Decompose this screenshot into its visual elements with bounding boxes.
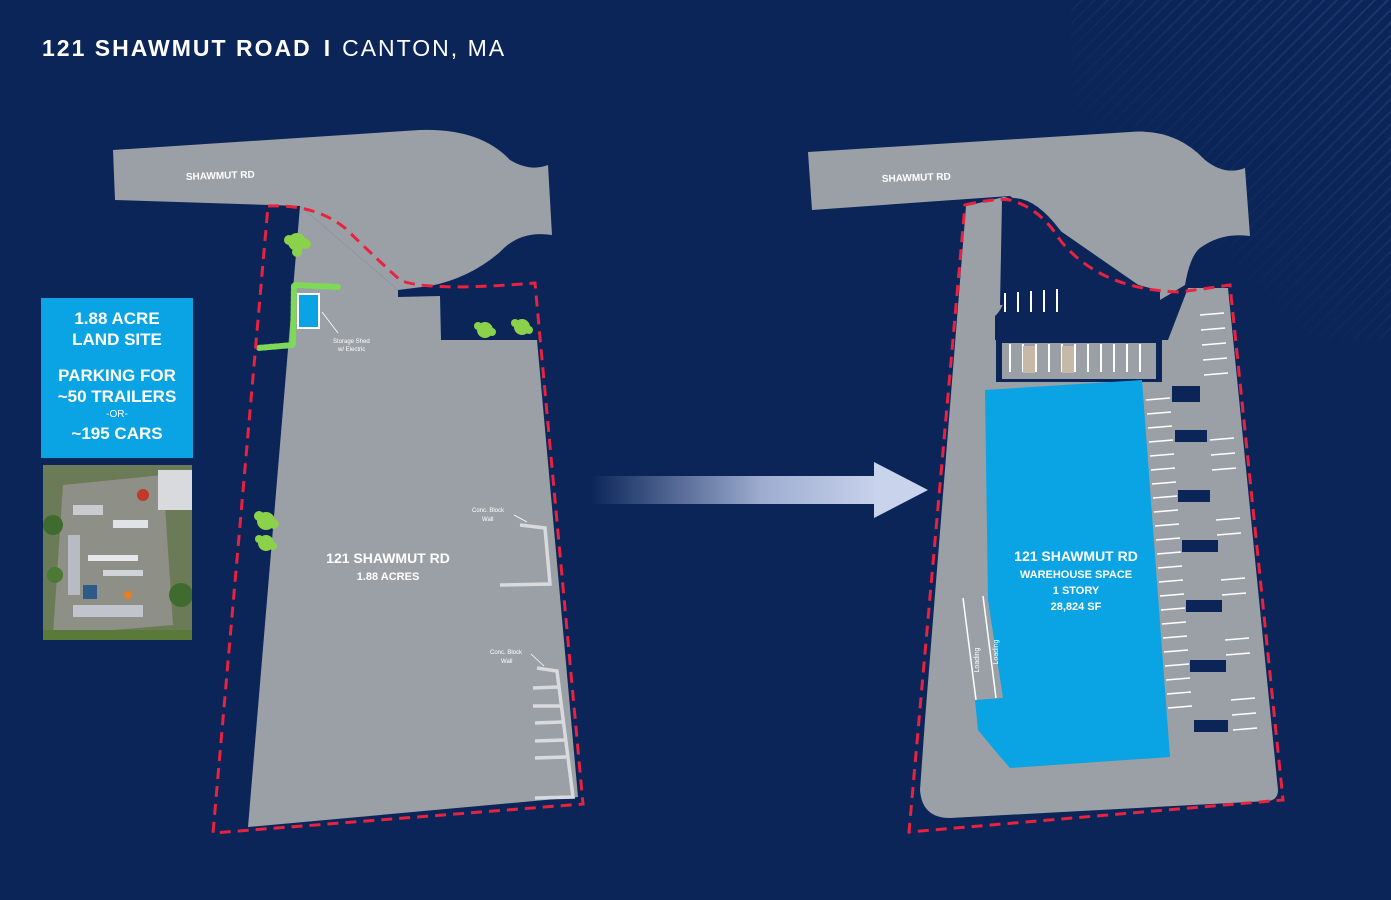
- title-city: CANTON, MA: [342, 35, 507, 61]
- parking-line-1: PARKING FOR: [58, 366, 176, 385]
- left-site-name: 121 SHAWMUT RD: [326, 550, 450, 566]
- top-parking-rows: [1004, 289, 1058, 312]
- page-title: 121 SHAWMUT ROAD I CANTON, MA: [42, 35, 506, 62]
- site-summary-box: 1.88 ACRE LAND SITE PARKING FOR ~50 TRAI…: [41, 298, 193, 458]
- left-lot: [248, 206, 578, 827]
- warehouse-building: [975, 380, 1170, 768]
- building-name: 121 SHAWMUT RD: [1014, 548, 1138, 564]
- proposed-site-plan: Loading Loading: [808, 131, 1285, 834]
- left-road: [113, 129, 552, 290]
- left-street-label: SHAWMUT RD: [186, 170, 255, 183]
- shed-label-2: w/ Electric: [337, 347, 365, 353]
- right-entry-island: [1000, 198, 1160, 305]
- building-stories: 1 STORY: [1053, 585, 1100, 597]
- wall-1-label-2: Wall: [482, 517, 493, 523]
- left-site-acres: 1.88 ACRES: [357, 571, 420, 583]
- title-address: 121 SHAWMUT ROAD: [42, 35, 312, 61]
- wall-1-label-1: Conc. Block: [472, 508, 505, 514]
- tree-icon: [284, 233, 311, 257]
- tree-icon: [254, 511, 279, 530]
- east-medians: [1172, 386, 1228, 732]
- existing-site-plan: Storage Shed w/ Electric Conc. Block Wal…: [113, 129, 585, 835]
- loading-docks: [962, 595, 997, 701]
- aerial-photo: [43, 465, 192, 640]
- acreage-line-2: LAND SITE: [72, 330, 162, 349]
- parking-line-2: ~50 TRAILERS: [57, 387, 177, 406]
- right-street-label: SHAWMUT RD: [882, 172, 951, 185]
- building-use: WAREHOUSE SPACE: [1020, 569, 1132, 581]
- wall-2-label-2: Wall: [501, 659, 512, 665]
- concrete-wall-1: [499, 523, 552, 587]
- right-property-boundary: [907, 198, 1285, 834]
- storage-shed: [297, 293, 320, 329]
- loading-label-2: Loading: [993, 639, 1000, 664]
- transition-arrow: [590, 462, 928, 518]
- or-label: -OR-: [106, 409, 128, 420]
- acreage-line-1: 1.88 ACRE: [74, 309, 160, 328]
- wall-2-label-1: Conc. Block: [490, 650, 523, 656]
- building-area: 28,824 SF: [1051, 601, 1102, 613]
- right-road: [808, 131, 1250, 300]
- perimeter-stalls: [1199, 312, 1258, 731]
- concrete-wall-2: [534, 666, 575, 800]
- cars-label: ~195 CARS: [71, 424, 163, 443]
- east-parking-stalls: [1145, 397, 1193, 709]
- left-property-boundary: [211, 204, 585, 835]
- shed-label-1: Storage Shed: [333, 339, 370, 345]
- loading-label-1: Loading: [974, 647, 981, 672]
- parking-label: PARKING FOR ~50 TRAILERS: [41, 365, 193, 407]
- tree-icon: [474, 322, 496, 338]
- tree-icon: [511, 319, 533, 335]
- acreage-label: 1.88 ACRE LAND SITE: [41, 308, 193, 350]
- title-separator: I: [323, 35, 333, 61]
- tree-icon: [255, 535, 277, 551]
- hedge: [255, 281, 341, 351]
